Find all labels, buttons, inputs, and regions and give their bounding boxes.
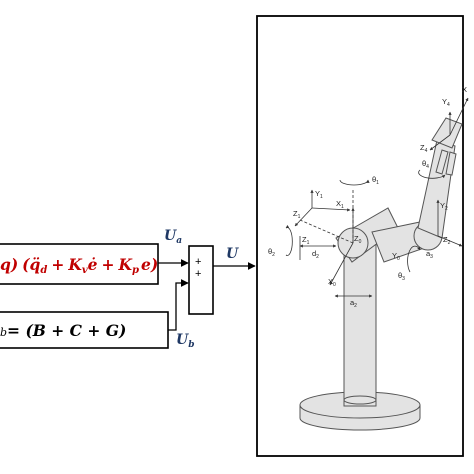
ub-signal-line xyxy=(168,279,189,331)
label-d2: d2 xyxy=(312,249,319,260)
robot-axes xyxy=(285,97,469,298)
label-x4: X xyxy=(462,85,467,94)
label-theta2: θ2 xyxy=(268,247,275,258)
label-a3: a3 xyxy=(426,249,433,260)
label-theta3: θ3 xyxy=(398,271,405,282)
ub-label: Ub xyxy=(176,332,195,350)
label-z2-top: Z1 xyxy=(302,235,310,246)
robot-gripper-left xyxy=(435,149,449,175)
label-y0: Y0 xyxy=(392,251,400,262)
label-x1: X1 xyxy=(336,199,344,210)
computed-torque-box xyxy=(0,243,159,285)
label-y4: Y4 xyxy=(442,97,450,108)
summing-block: + + xyxy=(188,245,214,315)
label-y2: Y2 xyxy=(440,201,448,212)
label-a2: a2 xyxy=(350,298,357,309)
compensation-equation: b= (B + C + G) xyxy=(0,321,126,340)
label-y1: Y1 xyxy=(315,189,323,200)
label-x0: X0 xyxy=(328,277,336,288)
ua-label: Ua xyxy=(164,228,182,246)
label-z0: Z0 xyxy=(354,234,362,245)
compensation-block: b= (B + C + G) xyxy=(0,311,169,349)
robot-forearm xyxy=(417,139,456,239)
robot-axis-labels: Y1 X1 Z1 Z0 Y0 X0 Z1 Y2 Z2 Y4 Z4 X θ1 θ2… xyxy=(268,85,467,309)
label-theta4: θ4 xyxy=(422,159,429,170)
robot-column xyxy=(343,239,377,407)
summing-sign-bottom: + xyxy=(195,268,201,280)
summing-sign-top: + xyxy=(195,256,201,268)
label-z1: Z1 xyxy=(293,209,301,220)
u-label: U xyxy=(226,246,239,262)
label-theta1: θ1 xyxy=(372,175,379,186)
robot-column-foot xyxy=(343,395,377,405)
label-z4: Z4 xyxy=(420,143,428,154)
robot-gripper-right xyxy=(445,151,457,176)
label-z2: Z2 xyxy=(443,235,451,246)
summing-box xyxy=(188,245,214,315)
